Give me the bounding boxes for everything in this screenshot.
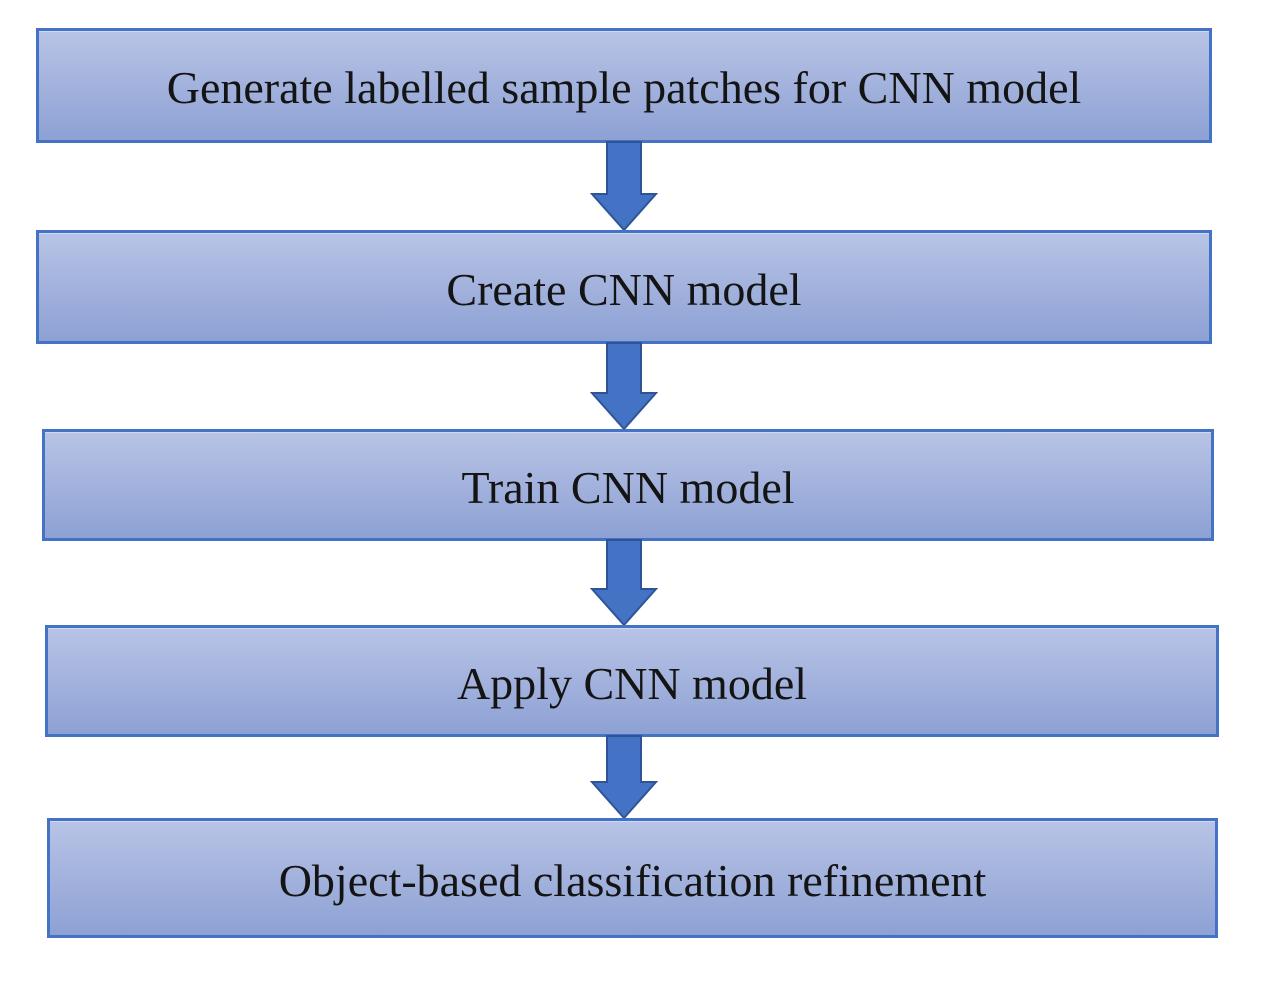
flow-step-label: Object-based classification refinement [278, 854, 987, 906]
down-arrow-icon [590, 735, 658, 820]
down-arrow-icon [590, 539, 658, 627]
flow-step-create-model: Create CNN model [36, 230, 1212, 344]
flow-step-apply-model: Apply CNN model [45, 625, 1219, 737]
flow-step-label: Train CNN model [461, 461, 795, 513]
flow-step-object-based-refinement: Object-based classification refinement [47, 818, 1218, 938]
flow-step-train-model: Train CNN model [42, 429, 1214, 541]
flow-step-generate-samples: Generate labelled sample patches for CNN… [36, 28, 1212, 143]
down-arrow-icon [590, 141, 658, 232]
flow-step-label: Create CNN model [446, 263, 802, 315]
flow-step-label: Generate labelled sample patches for CNN… [166, 62, 1082, 114]
flow-step-label: Apply CNN model [456, 657, 808, 709]
down-arrow-icon [590, 342, 658, 431]
